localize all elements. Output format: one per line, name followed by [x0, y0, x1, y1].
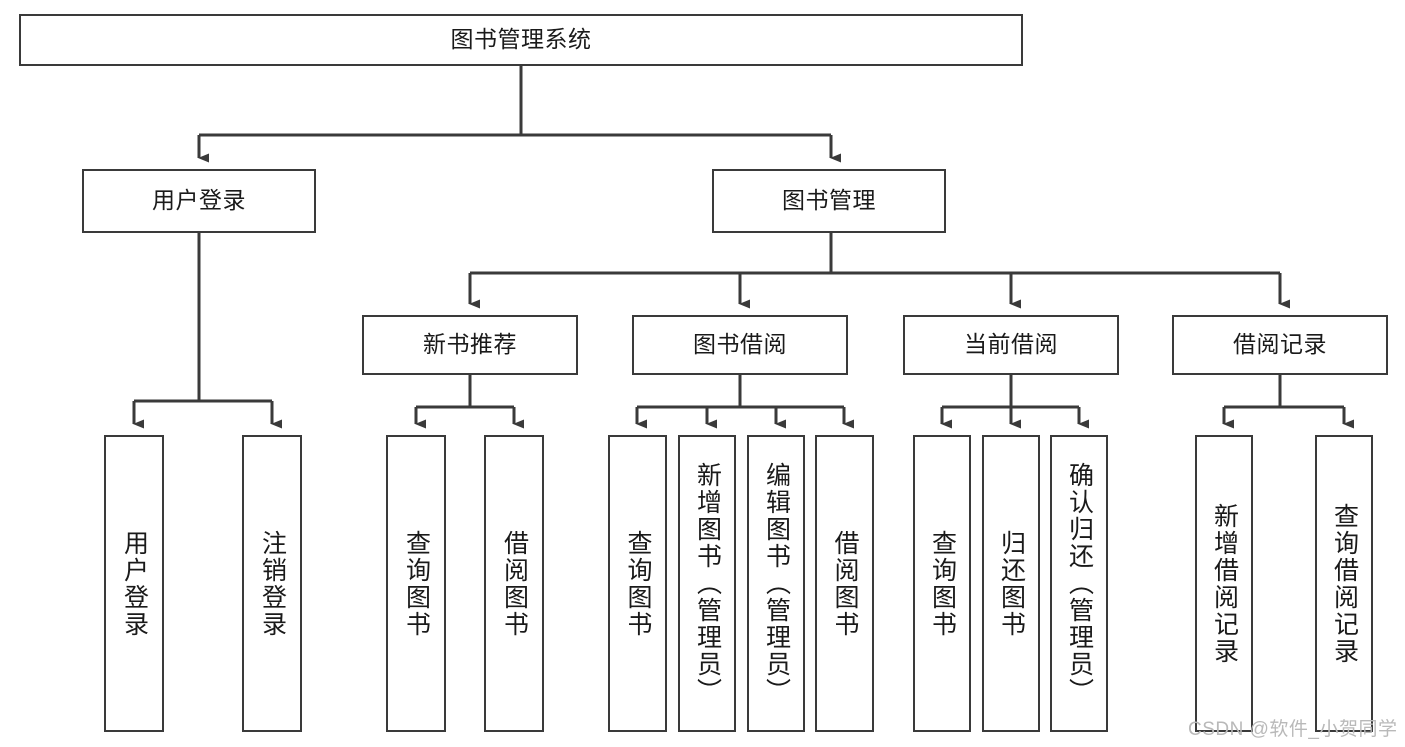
node-book-management-label: 图书管理	[782, 187, 876, 214]
leaf-current-query-book[interactable]: 查询图书	[913, 435, 971, 732]
node-user-login[interactable]: 用户登录	[82, 169, 316, 233]
node-user-login-label: 用户登录	[152, 187, 246, 214]
leaf-add-borrow-record-label: 新增借阅记录	[1210, 502, 1239, 665]
leaf-query-borrow-record[interactable]: 查询借阅记录	[1315, 435, 1373, 732]
leaf-newbook-query-book[interactable]: 查询图书	[386, 435, 446, 732]
leaf-borrow-query-book-label: 查询图书	[624, 529, 652, 638]
leaf-user-login-label: 用户登录	[120, 529, 149, 638]
node-root-label: 图书管理系统	[450, 26, 592, 53]
leaf-return-book[interactable]: 归还图书	[982, 435, 1040, 732]
leaf-borrow-query-book[interactable]: 查询图书	[608, 435, 667, 732]
leaf-query-borrow-record-label: 查询借阅记录	[1330, 502, 1359, 665]
leaf-edit-book-admin-label: 编辑图书（管理员）	[762, 462, 791, 705]
node-new-book-recommend-label: 新书推荐	[423, 331, 517, 358]
node-current-borrow-label: 当前借阅	[964, 331, 1058, 358]
leaf-logout-label: 注销登录	[258, 529, 287, 638]
leaf-newbook-borrow-book-label: 借阅图书	[500, 529, 529, 638]
node-new-book-recommend[interactable]: 新书推荐	[362, 315, 578, 375]
leaf-edit-book-admin[interactable]: 编辑图书（管理员）	[747, 435, 805, 732]
leaf-confirm-return-admin[interactable]: 确认归还（管理员）	[1050, 435, 1108, 732]
leaf-logout[interactable]: 注销登录	[242, 435, 302, 732]
leaf-confirm-return-admin-label: 确认归还（管理员）	[1065, 462, 1094, 705]
node-book-borrow-label: 图书借阅	[693, 331, 787, 358]
node-borrow-record[interactable]: 借阅记录	[1172, 315, 1388, 375]
node-book-management[interactable]: 图书管理	[712, 169, 946, 233]
leaf-current-query-book-label: 查询图书	[928, 529, 957, 638]
node-current-borrow[interactable]: 当前借阅	[903, 315, 1119, 375]
leaf-add-borrow-record[interactable]: 新增借阅记录	[1195, 435, 1253, 732]
leaf-borrow-book-label: 借阅图书	[831, 529, 859, 638]
leaf-return-book-label: 归还图书	[997, 529, 1026, 638]
leaf-borrow-book[interactable]: 借阅图书	[815, 435, 874, 732]
leaf-add-book-admin[interactable]: 新增图书（管理员）	[678, 435, 736, 732]
node-root[interactable]: 图书管理系统	[19, 14, 1023, 66]
leaf-newbook-borrow-book[interactable]: 借阅图书	[484, 435, 544, 732]
node-book-borrow[interactable]: 图书借阅	[632, 315, 848, 375]
leaf-add-book-admin-label: 新增图书（管理员）	[693, 462, 722, 705]
leaf-newbook-query-book-label: 查询图书	[402, 529, 431, 638]
leaf-user-login[interactable]: 用户登录	[104, 435, 164, 732]
node-borrow-record-label: 借阅记录	[1233, 331, 1327, 358]
